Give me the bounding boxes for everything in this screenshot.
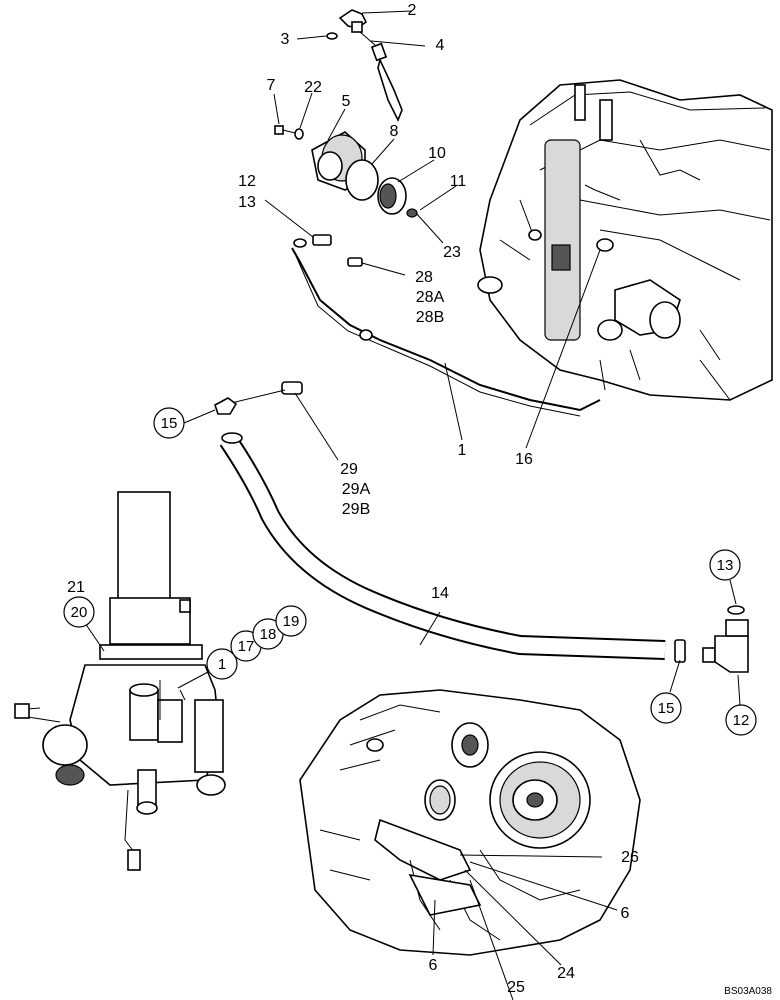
fitting-12-13: [293, 234, 332, 248]
circled-callout-1: 1: [206, 648, 238, 680]
svg-text:12: 12: [733, 712, 750, 729]
circled-callouts: 15 20 1 17 18 19 13 15: [63, 407, 757, 736]
callout-25: 25: [507, 979, 525, 996]
circled-callout-18: 18: [252, 618, 284, 650]
callout-26: 26: [621, 849, 639, 866]
circled-callout-15-bottom: 15: [650, 692, 682, 724]
o-ring-3: [326, 32, 338, 40]
svg-text:18: 18: [260, 626, 277, 643]
callout-6-right: 6: [621, 905, 630, 922]
fitting-28: [347, 257, 363, 267]
gear-10: [377, 177, 407, 215]
callout-28: 28: [415, 269, 433, 286]
circled-callout-13: 13: [709, 549, 741, 581]
callout-16: 16: [515, 451, 533, 468]
clamp-hose-1: [359, 329, 373, 341]
callout-29: 29: [340, 461, 358, 478]
callout-22: 22: [304, 79, 322, 96]
engine-top-illustration: [477, 79, 773, 401]
callout-3: 3: [281, 31, 290, 48]
valve-assembly: [14, 491, 226, 871]
circled-callout-19: 19: [275, 605, 307, 637]
hose-4: [359, 31, 403, 122]
callout-12: 12: [238, 173, 256, 190]
fitting-29: [222, 381, 303, 406]
washer-22: [294, 128, 304, 140]
svg-text:20: 20: [71, 604, 88, 621]
callout-4: 4: [436, 37, 445, 54]
svg-text:1: 1: [218, 656, 226, 673]
callout-6-left: 6: [429, 957, 438, 974]
callout-10: 10: [428, 145, 446, 162]
callout-24: 24: [557, 965, 575, 982]
callout-2: 2: [408, 2, 417, 19]
engine-bottom-illustration: [299, 689, 641, 956]
clamp-15-bottom: [674, 639, 686, 663]
fitting-2: [338, 9, 368, 33]
callout-11: 11: [450, 173, 467, 190]
callout-7: 7: [267, 77, 276, 94]
svg-text:19: 19: [283, 613, 300, 630]
hose-1: [291, 247, 601, 412]
circled-callout-15-top: 15: [153, 407, 185, 439]
callout-14: 14: [431, 585, 449, 602]
svg-text:13: 13: [717, 557, 734, 574]
svg-text:17: 17: [238, 638, 255, 655]
callout-8: 8: [390, 123, 399, 140]
callout-5: 5: [342, 93, 351, 110]
callout-23: 23: [443, 244, 461, 261]
svg-text:15: 15: [658, 700, 675, 717]
callout-13: 13: [238, 194, 256, 211]
elbow-12: [702, 619, 749, 673]
gasket-8: [345, 159, 379, 201]
o-ring-13: [727, 605, 745, 615]
callout-21: 21: [67, 579, 85, 596]
clamp-15-top: [214, 397, 238, 415]
circled-callout-20: 20: [63, 596, 95, 628]
circled-callout-12: 12: [725, 704, 757, 736]
callout-29a: 29A: [342, 481, 371, 498]
callout-28a: 28A: [416, 289, 445, 306]
callout-labels: 2 3 4 7 22 5 8 10 11 12 13 23 28 28A 28B…: [67, 2, 639, 996]
callout-29b: 29B: [342, 501, 370, 518]
callout-1: 1: [458, 442, 467, 459]
figure-code: BS03A038: [724, 986, 772, 997]
svg-text:15: 15: [161, 415, 178, 432]
leader-lines: [84, 10, 741, 1000]
screw-7: [274, 125, 296, 135]
nut-11: [406, 208, 418, 218]
callout-28b: 28B: [416, 309, 444, 326]
